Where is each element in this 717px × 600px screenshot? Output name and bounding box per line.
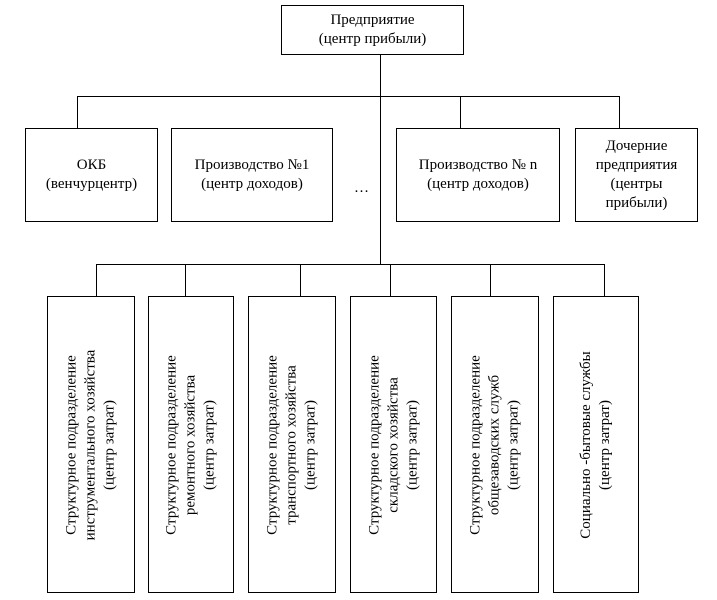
node-subsidiaries: Дочерние предприятия (центры прибыли) [575,128,698,222]
node-transport-line2: транспортного хозяйства [283,364,300,525]
node-transport-text: Структурное подразделение транспортного … [264,300,321,590]
node-social-services-line1: Социально -бытовые службы [578,350,594,539]
node-social-services: Социально -бытовые службы (центр затрат) [553,296,639,593]
node-production-n: Производство № n (центр доходов) [396,128,560,222]
node-okb: ОКБ (венчурцентр) [25,128,158,222]
node-warehouse-text: Структурное подразделение складского хоз… [365,300,422,590]
node-okb-title: ОКБ [76,157,107,173]
node-repair-shop-line3: (центр затрат) [201,399,218,490]
node-general-services: Структурное подразделение общезаводских … [451,296,539,593]
node-tool-shop-line2: инструментального хозяйства [82,349,99,540]
node-warehouse-line2: складского хозяйства [385,376,401,513]
node-tool-shop-line1: Структурное подразделение [63,354,80,535]
node-production-1: Производство №1 (центр доходов) [171,128,333,222]
node-subsidiaries-line1: Дочерние [605,138,668,154]
node-subsidiaries-line2: предприятия [595,157,678,173]
node-repair-shop: Структурное подразделение ремонтного хоз… [148,296,234,593]
node-general-services-text: Структурное подразделение общезаводских … [467,300,524,590]
node-repair-shop-line2: ремонтного хозяйства [182,374,199,515]
node-transport: Структурное подразделение транспортного … [248,296,336,593]
ellipsis: … [354,180,369,196]
root-node: Предприятие (центр прибыли) [281,5,464,55]
node-subsidiaries-line3: (центры [610,176,663,192]
node-subsidiaries-line4: прибыли) [605,195,668,211]
node-production-n-subtitle: (центр доходов) [427,176,529,192]
node-production-1-title: Производство №1 [194,157,310,173]
node-repair-shop-text: Структурное подразделение ремонтного хоз… [163,300,220,590]
node-general-services-line3: (центр затрат) [505,399,522,490]
node-repair-shop-line1: Структурное подразделение [163,354,180,535]
node-production-n-title: Производство № n [418,157,538,173]
root-subtitle: (центр прибыли) [318,31,427,47]
node-social-services-text: Социально -бытовые службы (центр затрат) [577,300,615,590]
node-warehouse-line3: (центр затрат) [404,399,420,490]
node-tool-shop: Структурное подразделение инструментальн… [47,296,135,593]
node-general-services-line2: общезаводских служб [486,374,503,515]
node-general-services-line1: Структурное подразделение [467,354,484,535]
node-okb-subtitle: (венчурцентр) [45,176,138,192]
node-transport-line1: Структурное подразделение [264,354,281,535]
node-warehouse: Структурное подразделение складского хоз… [350,296,437,593]
node-social-services-line2: (центр затрат) [597,399,613,490]
node-production-1-subtitle: (центр доходов) [201,176,303,192]
node-tool-shop-line3: (центр затрат) [101,399,118,490]
node-warehouse-line1: Структурное подразделение [366,354,382,535]
root-title: Предприятие [330,12,415,28]
node-transport-line3: (центр затрат) [302,399,319,490]
node-tool-shop-text: Структурное подразделение инструментальн… [63,300,120,590]
